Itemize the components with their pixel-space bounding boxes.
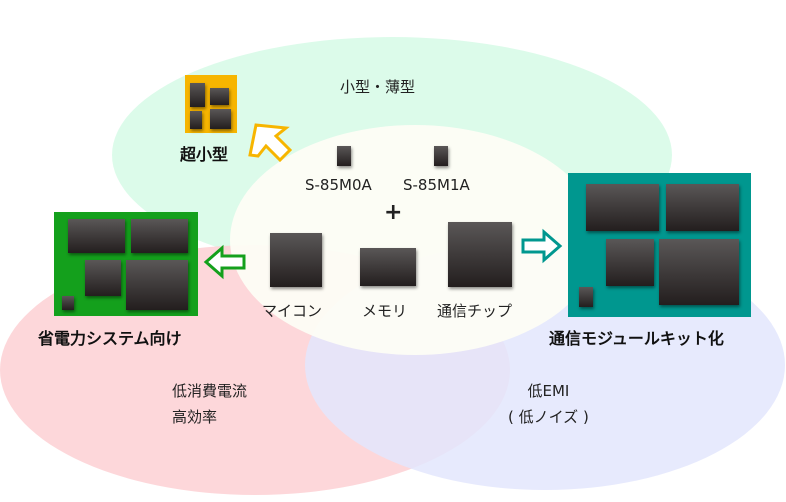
arrow-teal <box>521 228 563 264</box>
component-label-0: マイコン <box>262 302 323 320</box>
ultra-small-board <box>185 75 237 133</box>
chip <box>579 287 593 307</box>
chip <box>62 296 74 310</box>
chip-comm <box>448 222 512 287</box>
chip <box>126 260 188 310</box>
chip <box>659 239 739 305</box>
chip <box>131 219 188 253</box>
label-power-system: 省電力システム向け <box>38 329 182 348</box>
chip <box>666 184 739 231</box>
comm-module-board <box>568 173 751 317</box>
chip <box>586 184 659 231</box>
component-label-1: メモリ <box>362 302 408 320</box>
region-label-power: 低消費電流高効率 <box>172 378 247 430</box>
center-region <box>230 125 600 355</box>
power-line-1: 低消費電流 <box>172 382 248 400</box>
arrow-yellow <box>248 123 293 163</box>
chip <box>85 260 121 296</box>
emi-line-1: 低EMI <box>527 382 570 400</box>
chip <box>606 239 654 286</box>
label-ultra-small: 超小型 <box>180 145 229 164</box>
component-label-2: 通信チップ <box>437 302 513 320</box>
chip <box>210 109 231 129</box>
chip <box>190 83 205 107</box>
arrow-green <box>203 244 246 280</box>
power-line-2: 高効率 <box>172 408 218 426</box>
region-label-small: 小型・薄型 <box>340 78 416 96</box>
region-label-emi: 低EMI ( 低ノイズ ) <box>508 378 589 430</box>
emi-line-2: ( 低ノイズ ) <box>508 408 589 426</box>
plus-sign: + <box>384 200 403 225</box>
power-system-board <box>54 212 198 316</box>
chip <box>68 219 125 253</box>
chip <box>190 111 202 129</box>
product-label-1: S-85M1A <box>403 176 470 194</box>
chip-s85m1a <box>434 146 448 166</box>
chip <box>210 88 229 105</box>
chip-s85m0a <box>337 146 351 166</box>
chip-microcomputer <box>270 233 322 287</box>
product-label-0: S-85M0A <box>305 176 372 194</box>
chip-memory <box>360 248 416 286</box>
label-comm-module: 通信モジュールキット化 <box>549 329 724 348</box>
